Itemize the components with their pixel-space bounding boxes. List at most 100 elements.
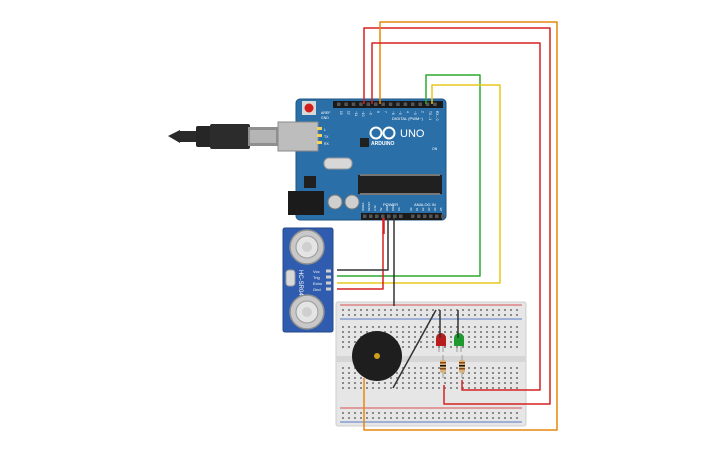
breadboard-hole[interactable] bbox=[408, 367, 410, 369]
breadboard-hole[interactable] bbox=[468, 412, 470, 414]
breadboard-hole[interactable] bbox=[468, 377, 470, 379]
breadboard-hole[interactable] bbox=[480, 382, 482, 384]
breadboard-hole[interactable] bbox=[426, 367, 428, 369]
breadboard-hole[interactable] bbox=[348, 372, 350, 374]
breadboard-hole[interactable] bbox=[348, 346, 350, 348]
digital-pin[interactable] bbox=[411, 102, 415, 107]
breadboard-hole[interactable] bbox=[408, 326, 410, 328]
breadboard-hole[interactable] bbox=[384, 417, 386, 419]
breadboard-hole[interactable] bbox=[402, 331, 404, 333]
breadboard-hole[interactable] bbox=[510, 412, 512, 414]
breadboard-hole[interactable] bbox=[342, 412, 344, 414]
breadboard-hole[interactable] bbox=[486, 377, 488, 379]
breadboard-hole[interactable] bbox=[486, 367, 488, 369]
breadboard-hole[interactable] bbox=[474, 372, 476, 374]
breadboard-hole[interactable] bbox=[504, 387, 506, 389]
digital-pin[interactable] bbox=[366, 102, 371, 107]
breadboard-hole[interactable] bbox=[426, 387, 428, 389]
digital-pin[interactable] bbox=[396, 102, 400, 107]
breadboard-hole[interactable] bbox=[420, 377, 422, 379]
breadboard-hole[interactable] bbox=[492, 382, 494, 384]
breadboard-hole[interactable] bbox=[456, 326, 458, 328]
breadboard-hole[interactable] bbox=[384, 387, 386, 389]
breadboard-hole[interactable] bbox=[402, 387, 404, 389]
breadboard-hole[interactable] bbox=[360, 331, 362, 333]
power-pin[interactable] bbox=[441, 214, 445, 219]
breadboard-hole[interactable] bbox=[504, 382, 506, 384]
breadboard-hole[interactable] bbox=[342, 346, 344, 348]
breadboard-hole[interactable] bbox=[378, 417, 380, 419]
usb-cable-icon[interactable] bbox=[168, 124, 278, 149]
breadboard-hole[interactable] bbox=[462, 314, 464, 316]
breadboard-hole[interactable] bbox=[378, 309, 380, 311]
breadboard-hole[interactable] bbox=[456, 382, 458, 384]
breadboard-hole[interactable] bbox=[492, 341, 494, 343]
sensor-pin[interactable] bbox=[326, 287, 331, 291]
breadboard-hole[interactable] bbox=[480, 387, 482, 389]
digital-pin[interactable] bbox=[433, 102, 437, 107]
breadboard-hole[interactable] bbox=[426, 331, 428, 333]
resistor-icon[interactable] bbox=[459, 355, 465, 378]
breadboard-hole[interactable] bbox=[492, 346, 494, 348]
breadboard-hole[interactable] bbox=[438, 326, 440, 328]
breadboard-hole[interactable] bbox=[366, 417, 368, 419]
breadboard-hole[interactable] bbox=[354, 377, 356, 379]
breadboard-hole[interactable] bbox=[384, 412, 386, 414]
breadboard-hole[interactable] bbox=[444, 382, 446, 384]
power-pin[interactable] bbox=[399, 214, 403, 219]
breadboard-hole[interactable] bbox=[360, 417, 362, 419]
breadboard-hole[interactable] bbox=[510, 346, 512, 348]
power-pin[interactable] bbox=[363, 214, 367, 219]
breadboard-hole[interactable] bbox=[462, 417, 464, 419]
breadboard-hole[interactable] bbox=[438, 382, 440, 384]
breadboard-hole[interactable] bbox=[456, 387, 458, 389]
breadboard-hole[interactable] bbox=[396, 336, 398, 338]
breadboard-hole[interactable] bbox=[390, 382, 392, 384]
breadboard-hole[interactable] bbox=[396, 412, 398, 414]
power-pin[interactable] bbox=[423, 214, 427, 219]
breadboard-hole[interactable] bbox=[510, 336, 512, 338]
breadboard-hole[interactable] bbox=[408, 341, 410, 343]
breadboard-hole[interactable] bbox=[468, 382, 470, 384]
breadboard-hole[interactable] bbox=[492, 372, 494, 374]
breadboard-hole[interactable] bbox=[474, 331, 476, 333]
breadboard-hole[interactable] bbox=[468, 341, 470, 343]
breadboard-hole[interactable] bbox=[414, 417, 416, 419]
breadboard-hole[interactable] bbox=[450, 417, 452, 419]
breadboard-hole[interactable] bbox=[372, 417, 374, 419]
breadboard-hole[interactable] bbox=[432, 331, 434, 333]
breadboard-hole[interactable] bbox=[402, 346, 404, 348]
breadboard-hole[interactable] bbox=[486, 341, 488, 343]
breadboard-hole[interactable] bbox=[438, 412, 440, 414]
sensor-pin[interactable] bbox=[326, 281, 331, 285]
breadboard-hole[interactable] bbox=[492, 387, 494, 389]
breadboard-hole[interactable] bbox=[348, 412, 350, 414]
breadboard-hole[interactable] bbox=[438, 417, 440, 419]
breadboard-hole[interactable] bbox=[480, 314, 482, 316]
breadboard-hole[interactable] bbox=[438, 377, 440, 379]
breadboard-hole[interactable] bbox=[426, 372, 428, 374]
breadboard-hole[interactable] bbox=[390, 331, 392, 333]
breadboard-hole[interactable] bbox=[468, 417, 470, 419]
breadboard-hole[interactable] bbox=[390, 412, 392, 414]
breadboard-hole[interactable] bbox=[432, 382, 434, 384]
breadboard-hole[interactable] bbox=[498, 346, 500, 348]
breadboard-hole[interactable] bbox=[402, 309, 404, 311]
breadboard-hole[interactable] bbox=[354, 412, 356, 414]
breadboard-hole[interactable] bbox=[420, 412, 422, 414]
breadboard-hole[interactable] bbox=[438, 309, 440, 311]
breadboard-hole[interactable] bbox=[366, 387, 368, 389]
breadboard-hole[interactable] bbox=[510, 341, 512, 343]
breadboard-hole[interactable] bbox=[354, 372, 356, 374]
breadboard-hole[interactable] bbox=[408, 309, 410, 311]
breadboard-hole[interactable] bbox=[408, 336, 410, 338]
breadboard-hole[interactable] bbox=[450, 341, 452, 343]
breadboard-hole[interactable] bbox=[354, 417, 356, 419]
breadboard-hole[interactable] bbox=[420, 417, 422, 419]
breadboard-hole[interactable] bbox=[474, 309, 476, 311]
breadboard-hole[interactable] bbox=[486, 372, 488, 374]
breadboard-hole[interactable] bbox=[378, 382, 380, 384]
breadboard-hole[interactable] bbox=[414, 367, 416, 369]
breadboard-hole[interactable] bbox=[498, 412, 500, 414]
breadboard-hole[interactable] bbox=[462, 382, 464, 384]
